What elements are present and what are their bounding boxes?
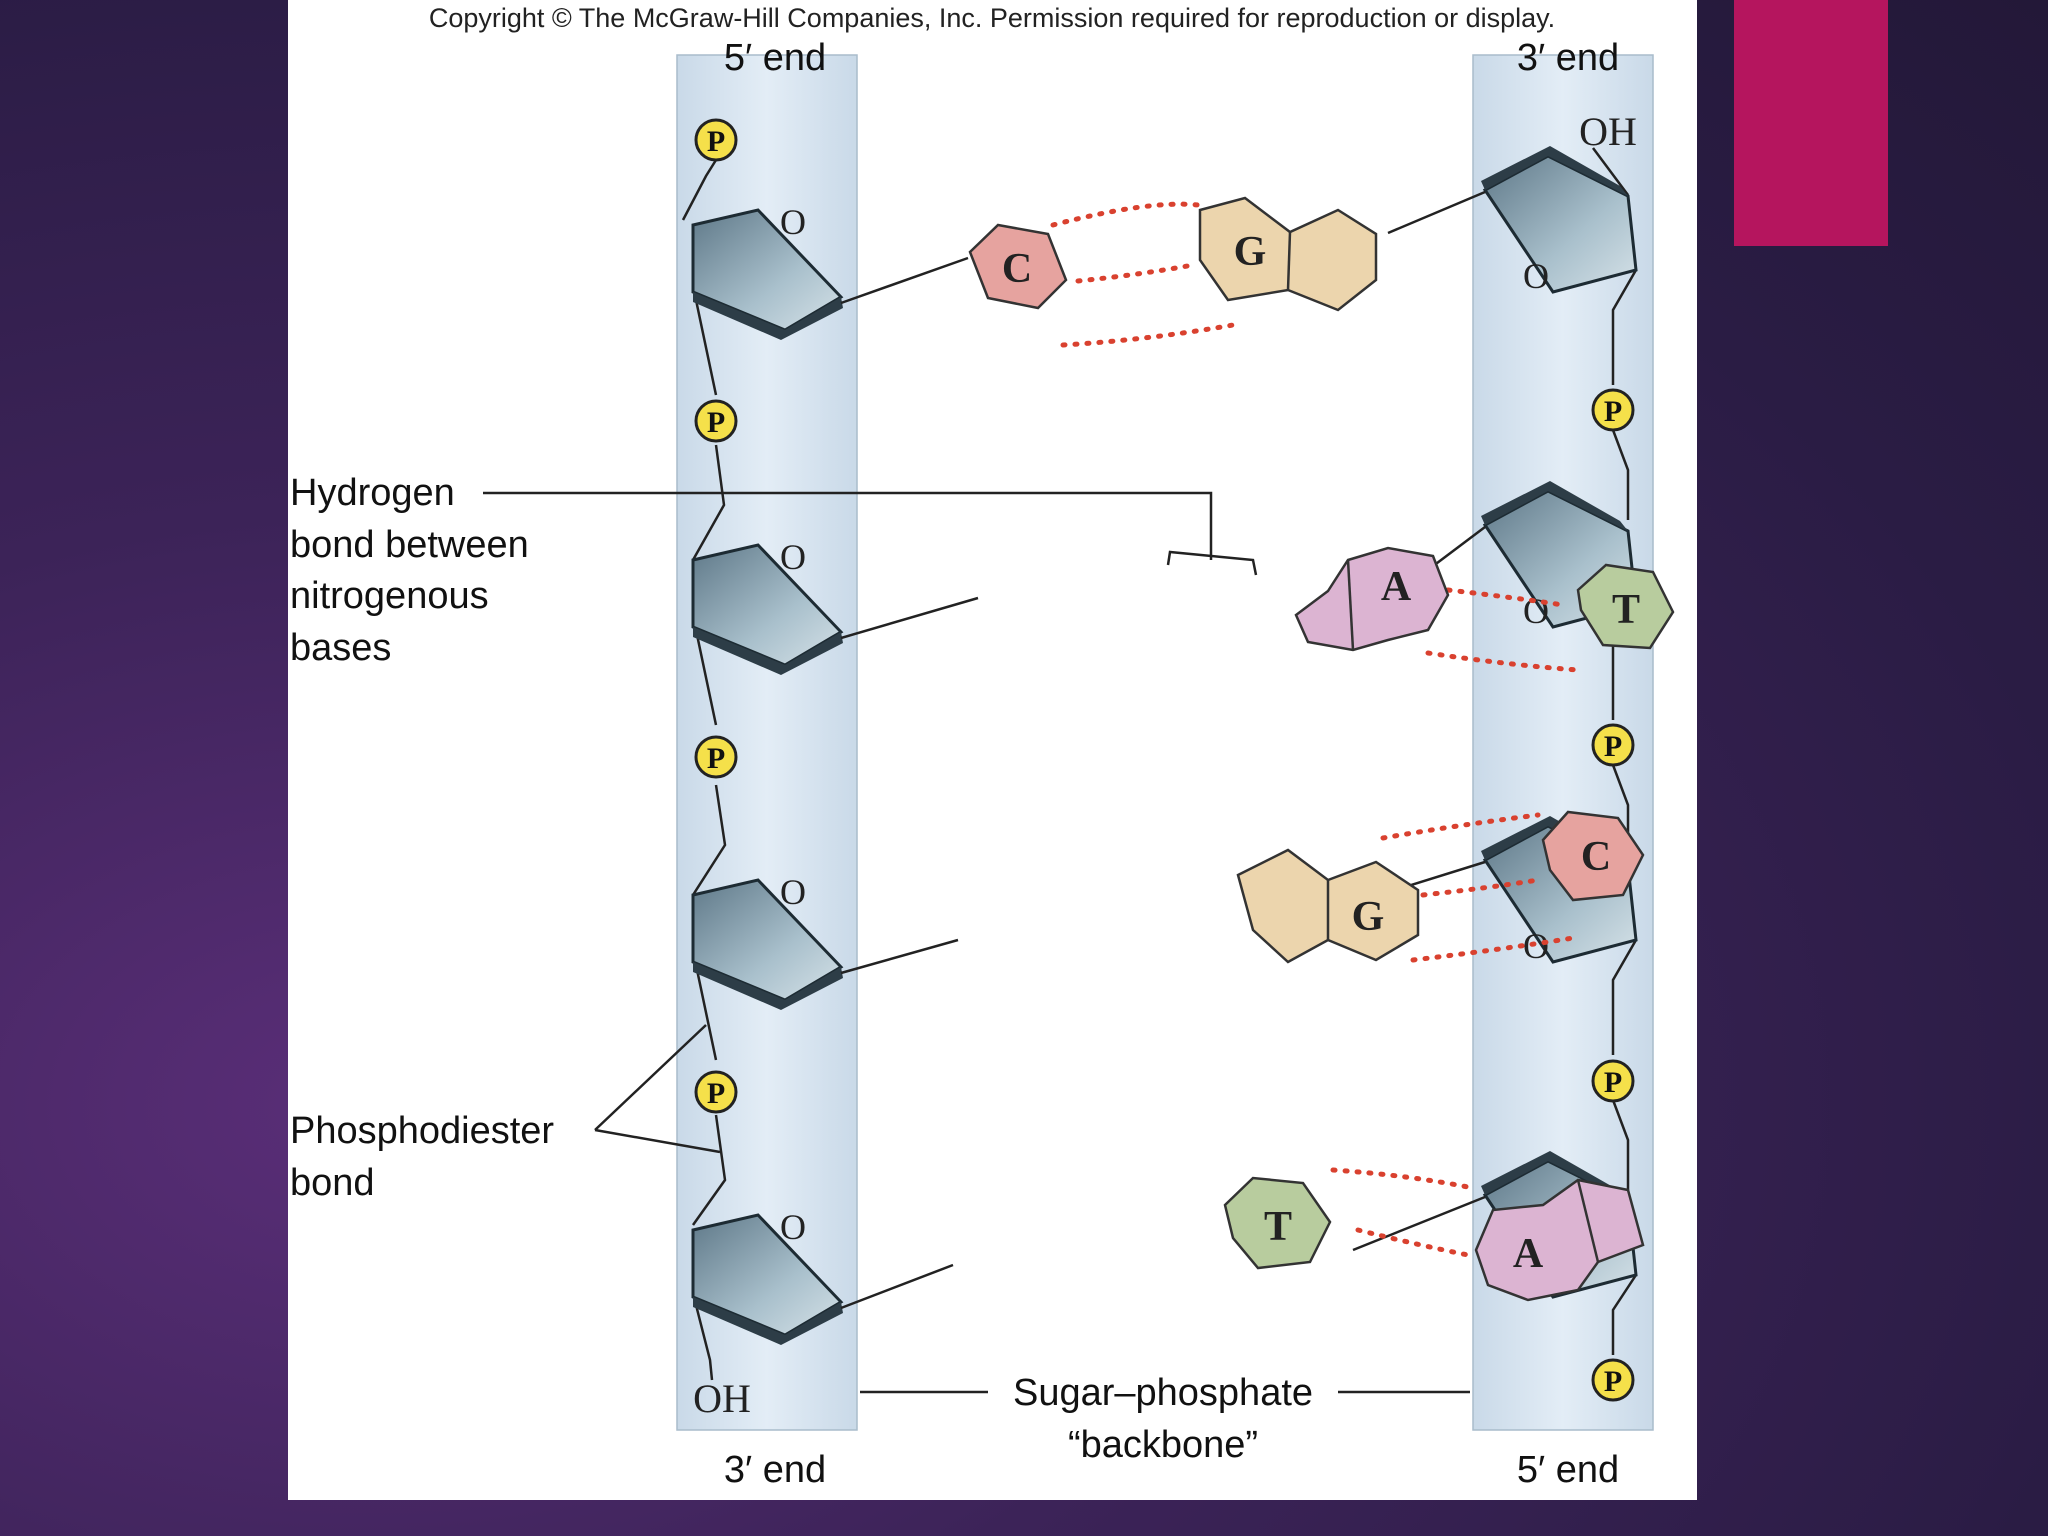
svg-text:O: O — [1523, 256, 1549, 296]
svg-text:O: O — [780, 1207, 806, 1247]
svg-text:“backbone”: “backbone” — [1068, 1424, 1258, 1466]
svg-text:nitrogenous: nitrogenous — [290, 575, 489, 617]
left-phosphate-4: P — [694, 1070, 738, 1114]
thymine-base-2: T — [1576, 563, 1675, 650]
right-oh-terminal: OH — [1579, 109, 1637, 154]
svg-text:P: P — [707, 742, 725, 775]
hydrogen-bond-leader-line — [483, 491, 1258, 576]
right-phosphate-2: P — [1591, 723, 1635, 767]
svg-text:O: O — [1523, 926, 1549, 966]
svg-text:T: T — [1612, 587, 1640, 633]
copyright-notice: Copyright © The McGraw-Hill Companies, I… — [429, 3, 1555, 33]
svg-text:P: P — [707, 406, 725, 439]
svg-text:A: A — [1513, 1231, 1544, 1277]
cytosine-base-3: C — [1541, 810, 1645, 902]
svg-text:G: G — [1234, 229, 1267, 275]
phosphodiester-label: Phosphodiester bond — [290, 1110, 554, 1204]
left-oh-terminal: OH — [693, 1376, 751, 1421]
base-pair-3: G C — [1236, 810, 1645, 964]
guanine-base-1: G — [1198, 196, 1378, 312]
left-phosphate-2: P — [694, 399, 738, 443]
svg-text:Phosphodiester: Phosphodiester — [290, 1110, 554, 1152]
left-sugar-1: O — [691, 202, 844, 340]
hydrogen-bond-dots-1 — [1050, 201, 1236, 348]
left-phosphate-1: P — [694, 118, 738, 162]
svg-text:P: P — [1604, 395, 1622, 428]
svg-text:O: O — [1523, 591, 1549, 631]
left-phosphate-3: P — [694, 735, 738, 779]
svg-text:A: A — [1381, 564, 1412, 610]
accent-bar — [1734, 0, 1888, 246]
svg-text:G: G — [1352, 894, 1385, 940]
svg-text:C: C — [1002, 246, 1032, 292]
svg-text:bases: bases — [290, 627, 391, 669]
cytosine-base-1: C — [968, 223, 1068, 310]
left-sugar-4: O — [691, 1207, 844, 1345]
hydrogen-bond-dots-2 — [1425, 587, 1581, 673]
svg-text:O: O — [780, 537, 806, 577]
right-sugar-1: O — [1481, 146, 1638, 296]
svg-text:P: P — [1604, 730, 1622, 763]
backbone-label: Sugar–phosphate “backbone” — [1013, 1372, 1313, 1466]
svg-text:C: C — [1581, 834, 1611, 880]
left-top-end-label: 5′ end — [724, 37, 826, 79]
right-top-end-label: 3′ end — [1517, 37, 1619, 79]
thymine-base-4: T — [1223, 1176, 1332, 1270]
right-phosphate-3: P — [1591, 1059, 1635, 1103]
svg-text:P: P — [707, 125, 725, 158]
left-strand-backbone-line — [681, 159, 727, 1381]
base-pair-1: C G — [968, 196, 1378, 348]
glycosidic-bonds — [840, 190, 1486, 1310]
hydrogen-bond-dots-3 — [1380, 812, 1576, 963]
svg-text:P: P — [707, 1077, 725, 1110]
phosphodiester-leader-lines — [594, 1024, 721, 1154]
svg-text:O: O — [780, 202, 806, 242]
svg-text:bond: bond — [290, 1162, 375, 1204]
adenine-base-2: A — [1294, 546, 1450, 652]
svg-text:T: T — [1264, 1204, 1292, 1250]
right-bottom-end-label: 5′ end — [1517, 1449, 1619, 1491]
left-sugar-3: O — [691, 872, 844, 1010]
svg-text:P: P — [1604, 1365, 1622, 1398]
svg-text:Sugar–phosphate: Sugar–phosphate — [1013, 1372, 1313, 1414]
guanine-base-3: G — [1236, 848, 1420, 964]
left-sugar-2: O — [691, 537, 844, 675]
hydrogen-bond-dots-4 — [1330, 1167, 1476, 1258]
svg-text:Hydrogen: Hydrogen — [290, 472, 455, 514]
base-pair-4: T A — [1223, 1167, 1645, 1302]
svg-text:P: P — [1604, 1066, 1622, 1099]
left-bottom-end-label: 3′ end — [724, 1449, 826, 1491]
dna-structure-figure: Copyright © The McGraw-Hill Companies, I… — [288, 0, 1697, 1500]
right-phosphate-1: P — [1591, 388, 1635, 432]
adenine-base-4: A — [1474, 1178, 1645, 1302]
hydrogen-bond-label: Hydrogen bond between nitrogenous bases — [290, 472, 529, 669]
svg-text:bond between: bond between — [290, 524, 529, 566]
right-phosphate-4: P — [1591, 1358, 1635, 1402]
svg-text:O: O — [780, 872, 806, 912]
base-pair-2: A T — [1294, 546, 1675, 673]
